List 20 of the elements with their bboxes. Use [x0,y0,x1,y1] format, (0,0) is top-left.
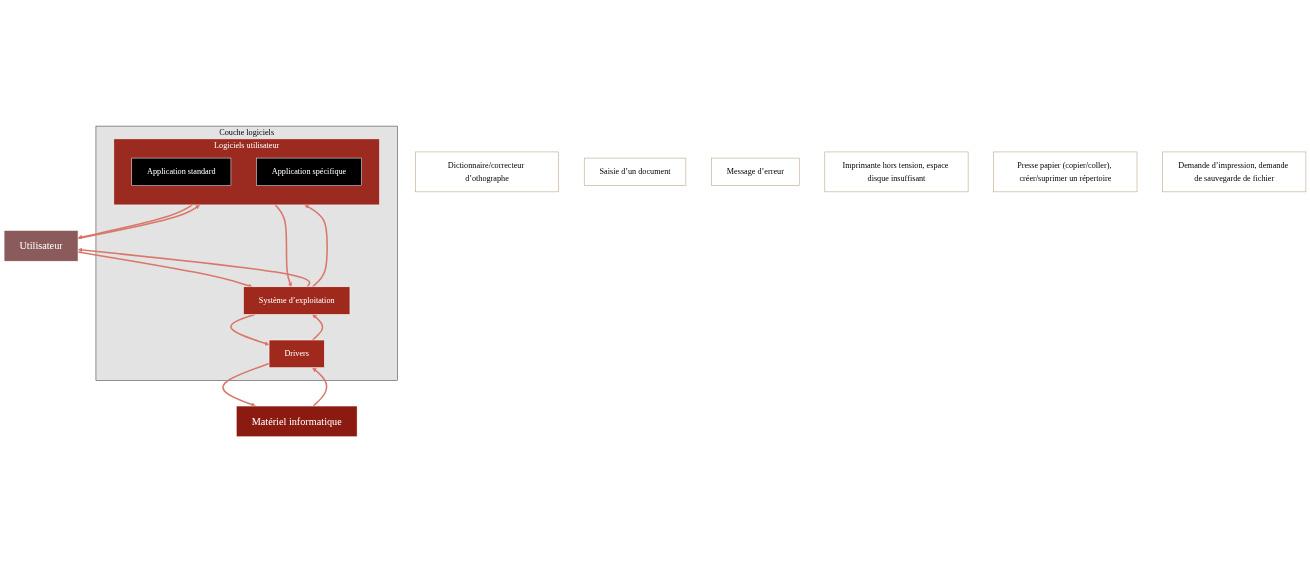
node-box: Système d’exploitation [243,286,351,315]
arrow [77,251,253,288]
node-box: Matériel informatique [236,405,358,438]
arrow [312,367,328,407]
node-box: Dictionnaire/correcteur d’othographe [415,151,559,193]
node-box: Imprimante hors tension, espace disque insuffisant [824,151,969,193]
node-box: Message d’erreur [711,157,800,187]
arrow [274,204,293,288]
arrow [311,314,324,341]
node-box: Application standard [131,157,232,187]
node-box: Utilisateur [3,230,79,262]
node-box: Demande d’impression, demande de sauvegarde de fichier [1162,151,1307,193]
arrow [77,247,311,288]
node-box: Drivers [268,339,325,368]
node-box: Presse papier (copier/coller), créer/suprimer un répertoire [993,151,1138,193]
node-box: Saisie d’un document [583,157,687,187]
node-box: Application spécifique [256,157,362,187]
arrow [304,204,328,288]
arrow [230,313,270,346]
arrow [222,362,270,407]
